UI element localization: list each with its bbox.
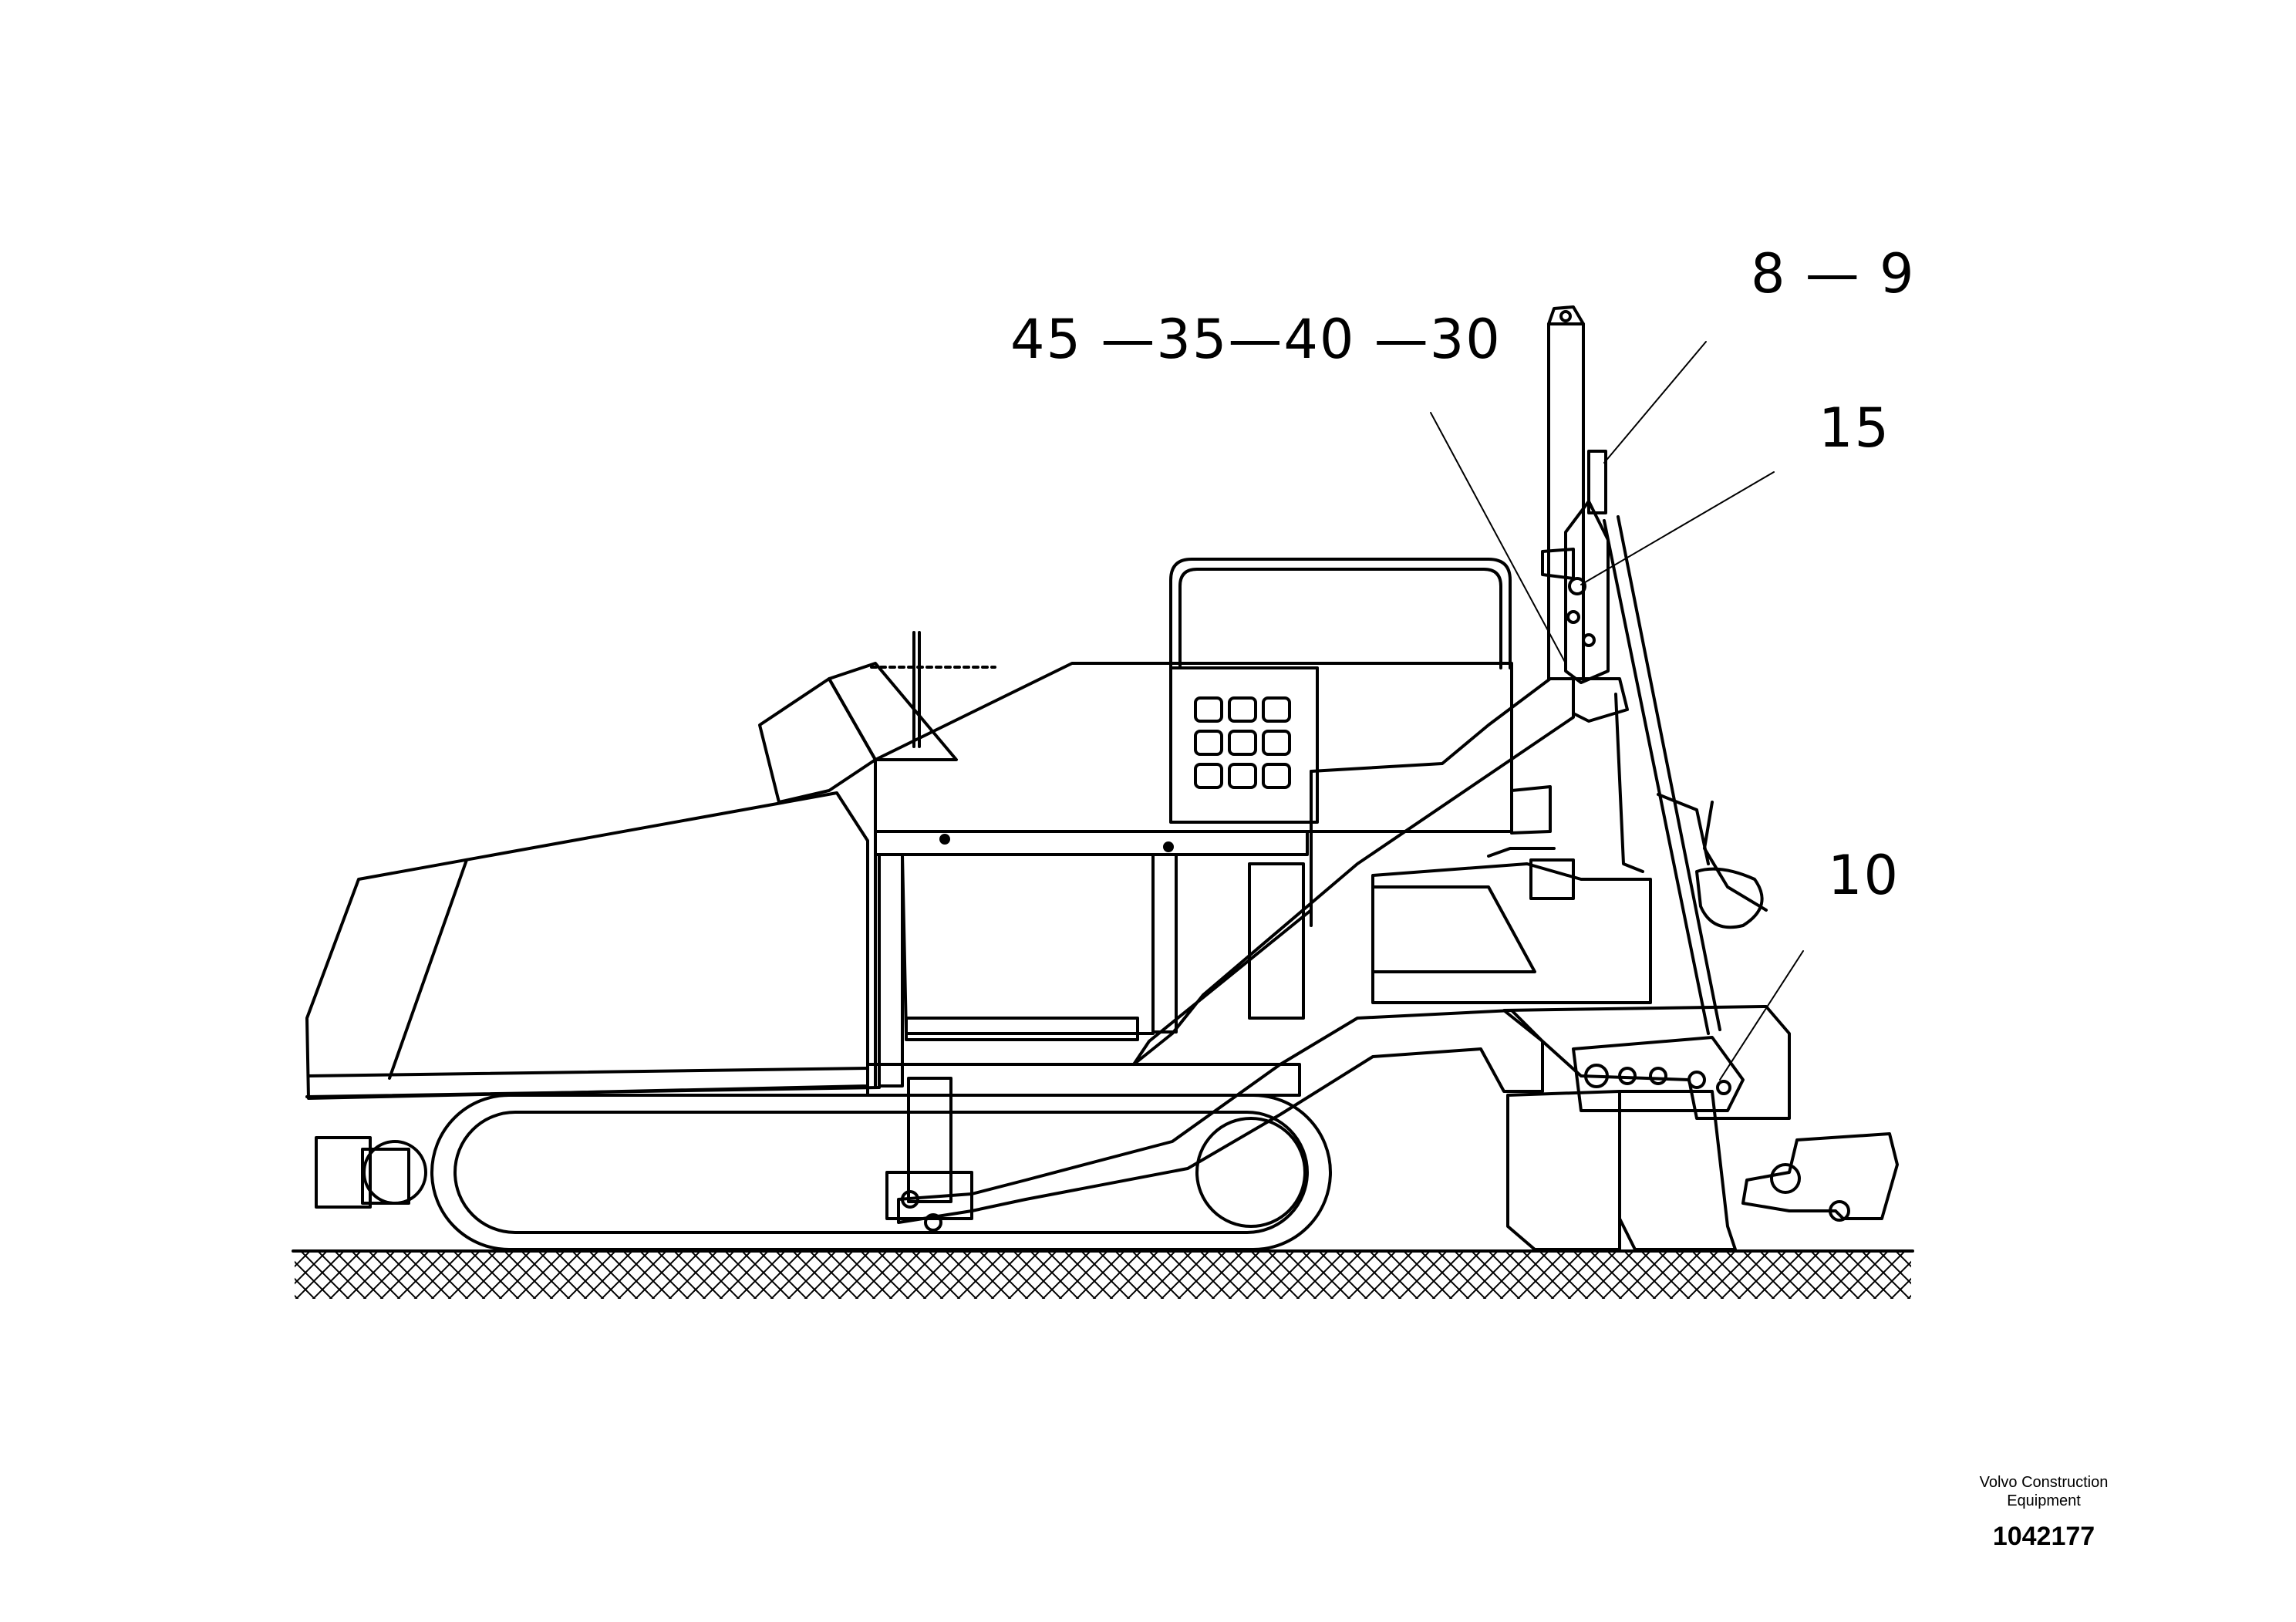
auger-detail — [1657, 793, 1764, 929]
callout-45-35-40-30: 45 —35—40 —30 — [1010, 308, 1502, 371]
hopper — [305, 662, 958, 1100]
ground-hatch — [292, 1249, 1914, 1299]
leveling-arm — [1132, 677, 1575, 1066]
callout-10: 10 — [1828, 844, 1900, 907]
control-panel — [1169, 666, 1319, 824]
leader-lines — [1430, 341, 1804, 1081]
chassis-frame — [866, 662, 1513, 1097]
rear-housing — [1371, 785, 1652, 1004]
title-block: Volvo Construction Equipment 1042177 — [1928, 1473, 2159, 1552]
brand-line-2: Equipment — [2007, 1492, 2081, 1509]
callout-8-9: 8 — 9 — [1751, 242, 1916, 305]
hydraulic-cylinder — [1564, 500, 1768, 1035]
screed-assembly — [1502, 1005, 1899, 1251]
crawler-track — [315, 1094, 1332, 1251]
drawing-number: 1042177 — [1992, 1522, 2095, 1551]
callout-15: 15 — [1819, 396, 1891, 460]
hopper-mast — [870, 631, 996, 748]
operator-roof-frame — [1169, 558, 1512, 669]
brand-line-1: Volvo Construction — [1979, 1474, 2109, 1491]
tow-arm — [885, 1009, 1544, 1232]
